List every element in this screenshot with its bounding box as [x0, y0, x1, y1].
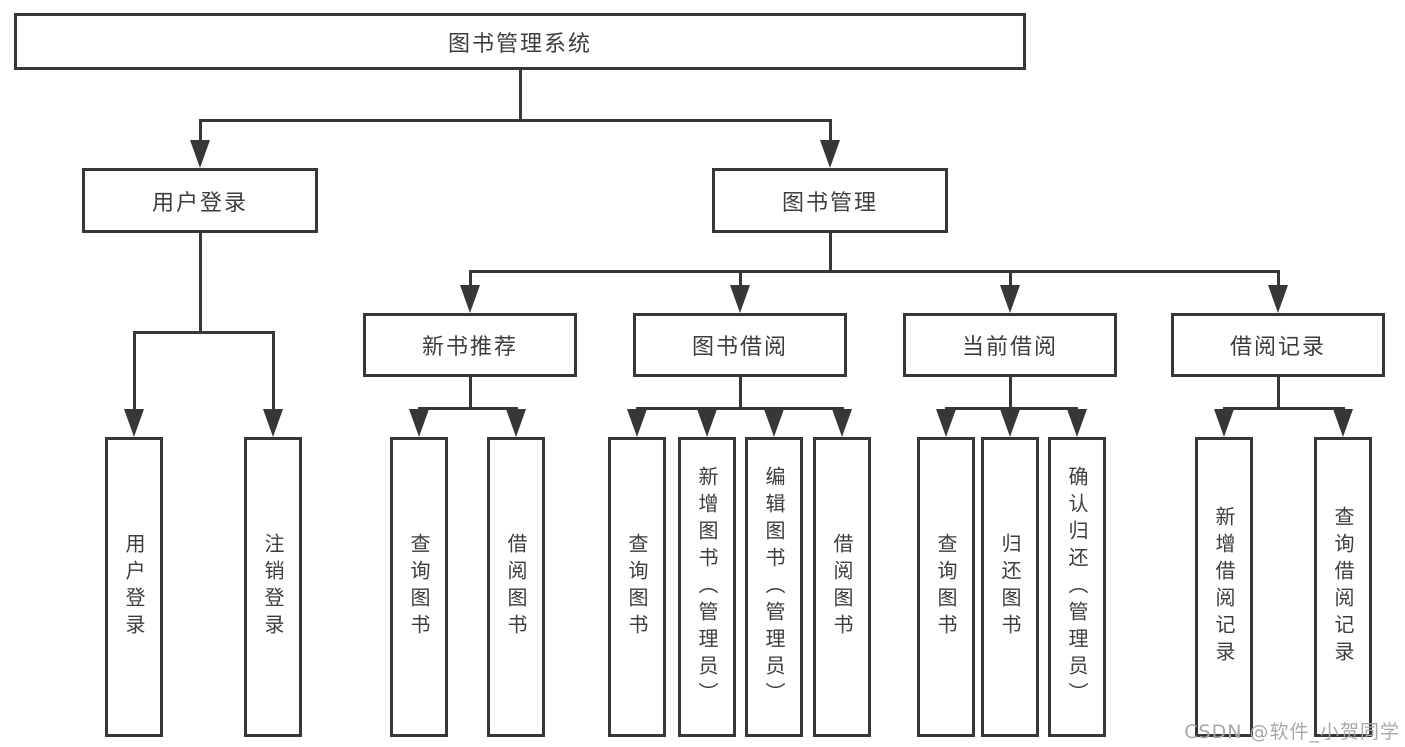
connector-line — [519, 70, 522, 122]
connector-line — [199, 233, 202, 334]
connector-line — [829, 233, 832, 273]
node-label: 注销登录 — [261, 533, 285, 641]
node-new-book-rec: 新书推荐 — [363, 313, 577, 377]
node-borrow-records: 借阅记录 — [1171, 313, 1385, 377]
node-label: 新增借阅记录 — [1212, 506, 1236, 668]
node-label: 当前借阅 — [961, 335, 1058, 360]
connector-line — [418, 407, 518, 410]
arrow-down-icon — [936, 409, 956, 437]
arrow-down-icon — [409, 409, 429, 437]
leaf-bb-edit-book: 编辑图书（管理员） — [745, 437, 803, 737]
arrow-down-icon — [730, 285, 750, 313]
connector-line — [739, 377, 742, 410]
arrow-down-icon — [832, 409, 852, 437]
connector-line — [1009, 377, 1012, 410]
node-label: 查询借阅记录 — [1331, 506, 1355, 668]
node-label: 查询图书 — [934, 533, 958, 641]
leaf-cb-return-book: 归还图书 — [981, 437, 1039, 737]
node-label: 图书管理系统 — [447, 31, 592, 57]
arrow-down-icon — [460, 285, 480, 313]
arrow-down-icon — [1000, 409, 1020, 437]
leaf-cb-query-book: 查询图书 — [917, 437, 975, 737]
connector-line — [739, 270, 742, 288]
connector-line — [829, 119, 832, 147]
node-label: 图书管理 — [781, 190, 878, 216]
arrow-down-icon — [1067, 409, 1087, 437]
leaf-bb-query-book: 查询图书 — [608, 437, 666, 737]
arrow-down-icon — [764, 409, 784, 437]
leaf-rec-borrow-book: 借阅图书 — [487, 437, 545, 737]
leaf-logout: 注销登录 — [244, 437, 302, 737]
node-label: 归还图书 — [998, 533, 1022, 641]
arrow-down-icon — [697, 409, 717, 437]
node-label: 查询图书 — [407, 533, 431, 641]
node-label: 查询图书 — [625, 533, 649, 641]
connector-line — [636, 407, 844, 410]
arrow-down-icon — [1268, 285, 1288, 313]
leaf-cb-confirm-return: 确认归还（管理员） — [1048, 437, 1106, 737]
arrow-down-icon — [263, 409, 283, 437]
arrow-down-icon — [190, 140, 210, 168]
node-user-login: 用户登录 — [82, 168, 318, 233]
connector-line — [469, 270, 472, 288]
connector-line — [272, 331, 275, 413]
connector-line — [199, 119, 202, 147]
node-label: 用户登录 — [122, 533, 146, 641]
connector-line — [1009, 270, 1012, 288]
arrow-down-icon — [820, 140, 840, 168]
arrow-down-icon — [1000, 285, 1020, 313]
connector-line — [133, 331, 274, 334]
leaf-user-login: 用户登录 — [105, 437, 163, 737]
leaf-bb-add-book: 新增图书（管理员） — [678, 437, 736, 737]
node-book-mgmt: 图书管理 — [712, 168, 948, 233]
node-label: 借阅图书 — [504, 533, 528, 641]
leaf-br-query-record: 查询借阅记录 — [1314, 437, 1372, 737]
arrow-down-icon — [124, 409, 144, 437]
node-label: 确认归还（管理员） — [1065, 465, 1089, 709]
csdn-watermark: CSDN @软件_小贺同学 — [1184, 721, 1400, 743]
node-label: 图书借阅 — [691, 335, 788, 360]
leaf-bb-borrow-book: 借阅图书 — [813, 437, 871, 737]
arrow-down-icon — [506, 409, 526, 437]
connector-line — [199, 119, 832, 122]
connector-line — [1277, 270, 1280, 288]
connector-line — [133, 331, 136, 413]
arrow-down-icon — [1214, 409, 1234, 437]
node-label: 用户登录 — [151, 190, 248, 216]
connector-line — [1223, 407, 1345, 410]
node-label: 新书推荐 — [421, 335, 518, 360]
arrow-down-icon — [1333, 409, 1353, 437]
connector-line — [1277, 377, 1280, 410]
connector-line — [469, 270, 1280, 273]
node-book-borrow: 图书借阅 — [633, 313, 847, 377]
leaf-rec-query-book: 查询图书 — [390, 437, 448, 737]
arrow-down-icon — [627, 409, 647, 437]
node-label: 借阅记录 — [1229, 335, 1326, 360]
node-label: 借阅图书 — [830, 533, 854, 641]
node-label: 编辑图书（管理员） — [762, 465, 786, 709]
connector-line — [945, 407, 1078, 410]
node-current-borrow: 当前借阅 — [903, 313, 1117, 377]
node-root: 图书管理系统 — [14, 13, 1026, 70]
leaf-br-add-record: 新增借阅记录 — [1195, 437, 1253, 737]
connector-line — [469, 377, 472, 410]
node-label: 新增图书（管理员） — [695, 465, 719, 709]
